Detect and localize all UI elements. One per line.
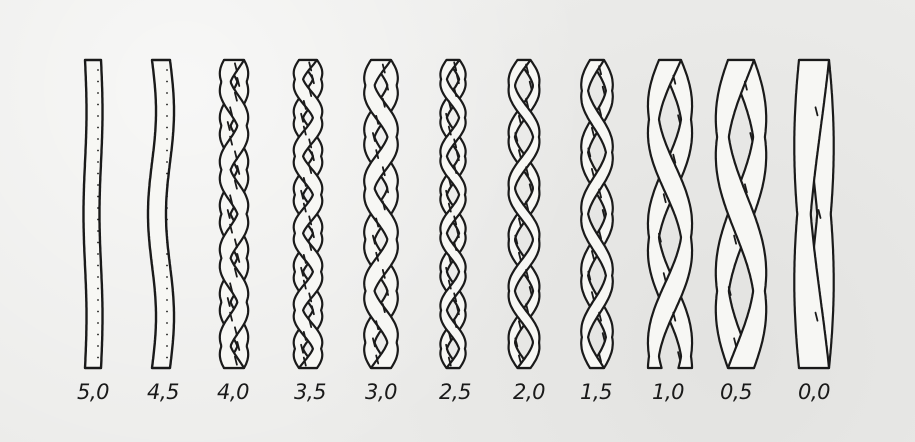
strand-label-6: 2,5 bbox=[425, 380, 485, 404]
texture-dot bbox=[97, 299, 99, 301]
texture-dot bbox=[97, 184, 99, 186]
texture-dot bbox=[97, 334, 99, 336]
strand-6 bbox=[440, 60, 465, 368]
strand-3 bbox=[220, 60, 248, 368]
texture-dot bbox=[97, 230, 99, 232]
texture-dot bbox=[166, 150, 168, 152]
texture-dot bbox=[97, 276, 99, 278]
texture-dot bbox=[166, 322, 168, 324]
texture-dot bbox=[166, 104, 168, 106]
texture-dot bbox=[166, 230, 168, 232]
texture-dot bbox=[166, 253, 168, 255]
texture-dot bbox=[166, 357, 168, 359]
strand-label-11: 0,0 bbox=[784, 380, 844, 404]
strand-label-1: 5,0 bbox=[63, 380, 123, 404]
strand-label-9: 1,0 bbox=[638, 380, 698, 404]
texture-dot bbox=[166, 127, 168, 129]
strand-label-10: 0,5 bbox=[706, 380, 766, 404]
texture-dot bbox=[97, 196, 99, 198]
strand-label-8: 1,5 bbox=[566, 380, 626, 404]
texture-dot bbox=[166, 219, 168, 221]
texture-dot bbox=[166, 311, 168, 313]
strand-5 bbox=[364, 60, 398, 368]
texture-dot bbox=[97, 242, 99, 244]
strand-outline bbox=[84, 60, 103, 368]
strand-label-4: 3,5 bbox=[280, 380, 340, 404]
texture-dot bbox=[166, 92, 168, 94]
texture-dot bbox=[166, 288, 168, 290]
texture-dot bbox=[97, 322, 99, 324]
strand-label-2: 4,5 bbox=[133, 380, 193, 404]
texture-dot bbox=[97, 207, 99, 209]
texture-dot bbox=[97, 150, 99, 152]
texture-dot bbox=[166, 115, 168, 117]
texture-dot bbox=[166, 276, 168, 278]
texture-dot bbox=[97, 92, 99, 94]
strand-label-7: 2,0 bbox=[499, 380, 559, 404]
texture-dot bbox=[97, 253, 99, 255]
strand-8 bbox=[581, 60, 613, 368]
texture-dot bbox=[97, 345, 99, 347]
texture-dot bbox=[97, 161, 99, 163]
texture-dot bbox=[97, 69, 99, 71]
strand-11 bbox=[794, 60, 833, 368]
strand-2 bbox=[148, 60, 174, 368]
strand-7 bbox=[509, 60, 540, 368]
texture-dot bbox=[97, 219, 99, 221]
texture-dot bbox=[166, 173, 168, 175]
texture-dot bbox=[166, 345, 168, 347]
texture-dot bbox=[97, 81, 99, 83]
strand-1 bbox=[84, 60, 103, 368]
strand-label-5: 3,0 bbox=[351, 380, 411, 404]
texture-dot bbox=[166, 69, 168, 71]
texture-dot bbox=[97, 288, 99, 290]
texture-dot bbox=[97, 115, 99, 117]
texture-dot bbox=[166, 138, 168, 140]
texture-dot bbox=[166, 207, 168, 209]
texture-dot bbox=[97, 127, 99, 129]
texture-dot bbox=[166, 184, 168, 186]
texture-dot bbox=[166, 196, 168, 198]
texture-dot bbox=[97, 173, 99, 175]
texture-dot bbox=[166, 265, 168, 267]
texture-dot bbox=[97, 311, 99, 313]
texture-dot bbox=[166, 299, 168, 301]
texture-dot bbox=[97, 104, 99, 106]
texture-dot bbox=[97, 265, 99, 267]
texture-dot bbox=[166, 242, 168, 244]
texture-dot bbox=[97, 138, 99, 140]
texture-dot bbox=[166, 334, 168, 336]
strand-outline bbox=[148, 60, 174, 368]
strand-4 bbox=[294, 60, 323, 368]
strand-10 bbox=[716, 60, 766, 368]
strand-9 bbox=[648, 60, 692, 368]
texture-dot bbox=[166, 81, 168, 83]
strand-label-3: 4,0 bbox=[203, 380, 263, 404]
texture-dot bbox=[166, 161, 168, 163]
texture-dot bbox=[97, 357, 99, 359]
